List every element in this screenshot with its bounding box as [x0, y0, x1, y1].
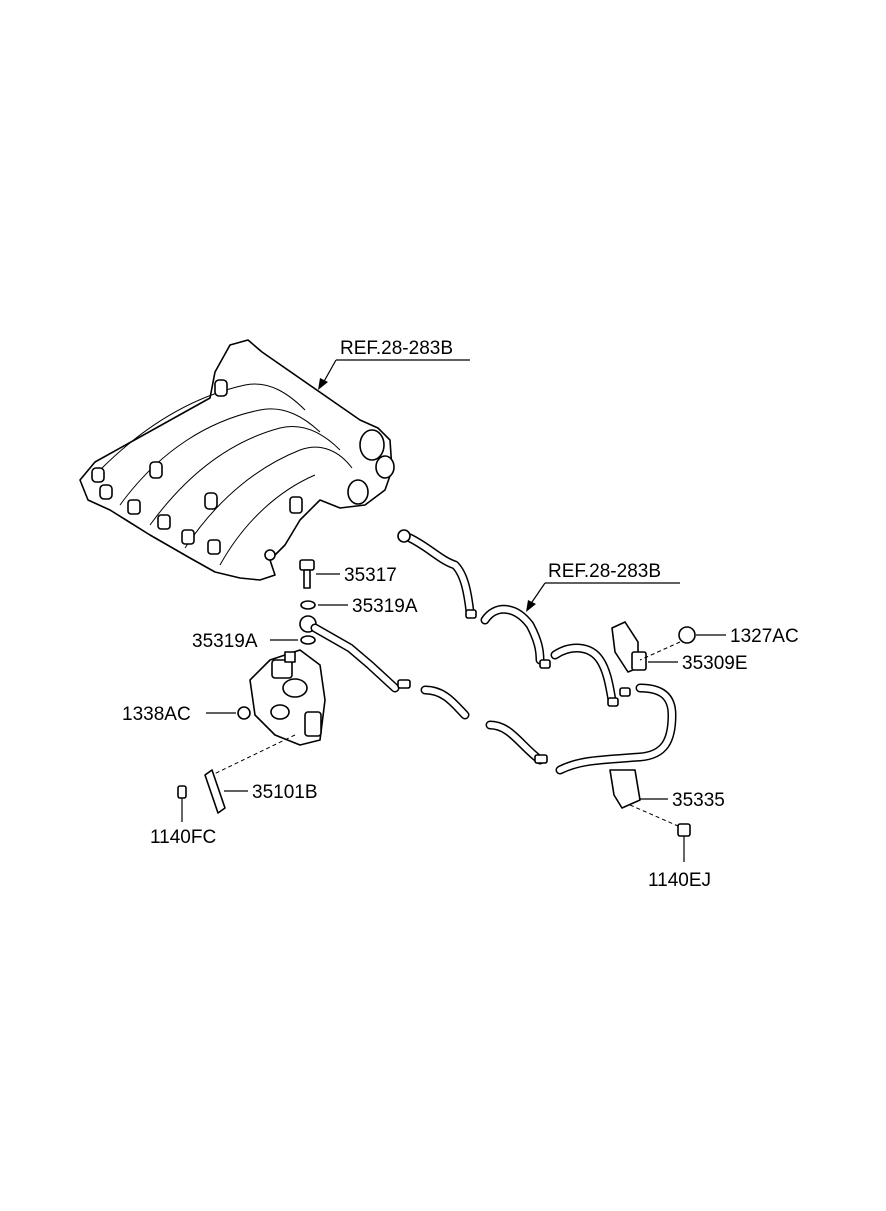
label-1338ac: 1338AC: [122, 704, 191, 725]
nut-1327ac: 1327AC: [639, 626, 799, 661]
label-35319a-lower: 35319A: [192, 631, 258, 652]
label-35319a-upper: 35319A: [352, 596, 418, 617]
washer-35319a-lower: 35319A: [192, 631, 316, 652]
ref-label-hose: REF.28-283B: [548, 561, 661, 582]
label-35101b: 35101B: [252, 782, 318, 803]
hose-assembly: [299, 529, 677, 775]
label-35317: 35317: [344, 565, 397, 586]
clip-35335: 35335: [609, 769, 725, 811]
ref-label-manifold: REF.28-283B: [340, 338, 453, 359]
intake-manifold: [79, 339, 395, 581]
bracket-35309e: 35309E: [611, 621, 748, 674]
bolt-1140ej: 1140EJ: [629, 804, 711, 891]
nut-1338ac: 1338AC: [122, 704, 251, 725]
label-35335: 35335: [672, 790, 725, 811]
label-1140fc: 1140FC: [150, 827, 216, 848]
washer-35319a-upper: 35319A: [300, 596, 418, 617]
bracket-35101b: 35101B: [204, 734, 318, 814]
valve-body: [249, 649, 326, 746]
bolt-35317: 35317: [299, 559, 397, 589]
label-1140ej: 1140EJ: [648, 870, 711, 891]
label-35309e: 35309E: [682, 653, 748, 674]
label-1327ac: 1327AC: [730, 626, 799, 647]
bolt-1140fc: 1140FC: [150, 785, 216, 848]
ref-callout-hose: REF.28-283B: [526, 561, 680, 612]
ref-callout-manifold: REF.28-283B: [318, 338, 470, 390]
